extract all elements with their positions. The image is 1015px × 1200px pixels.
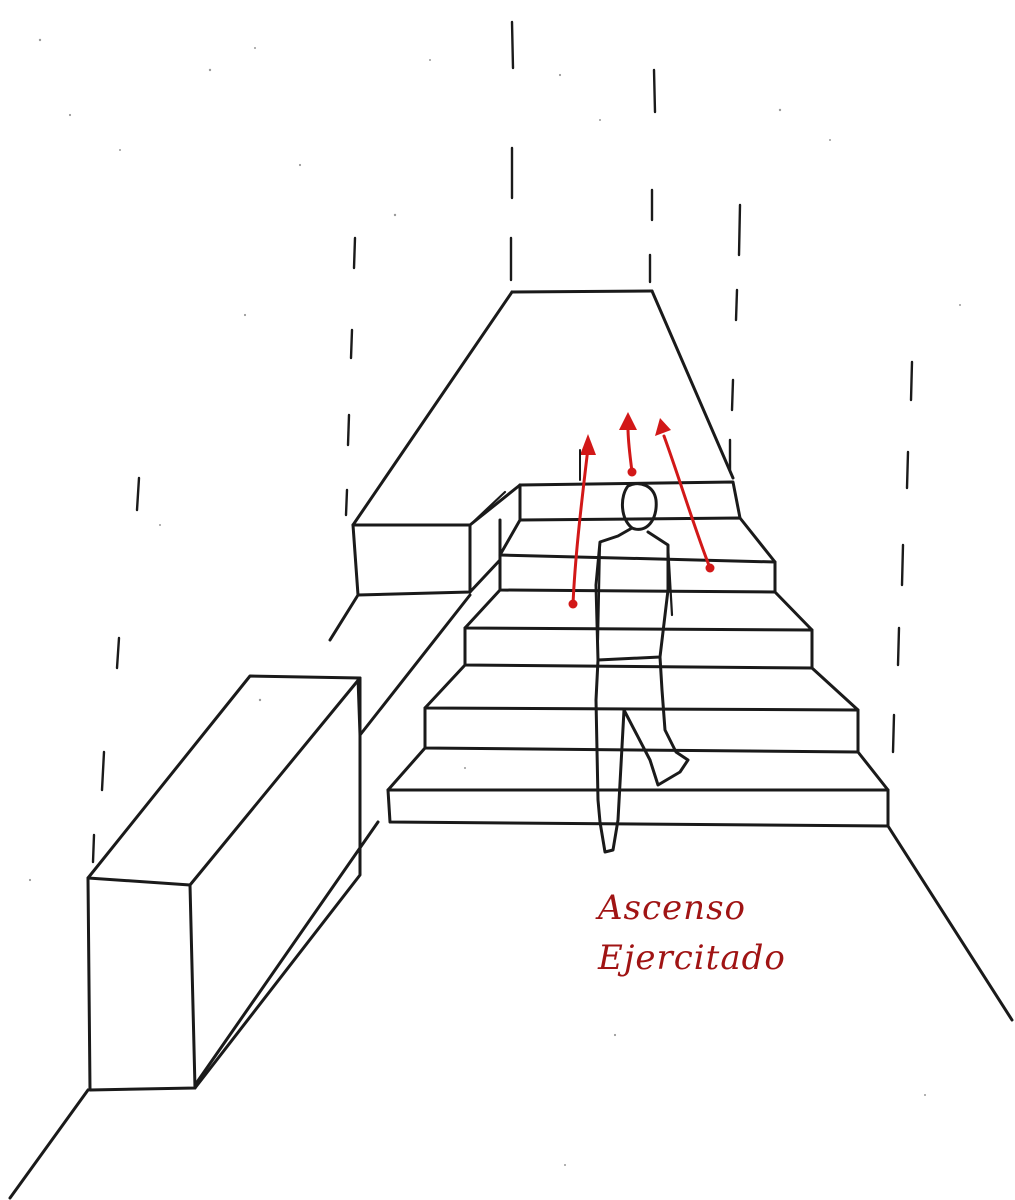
movement-arrows [568,412,715,609]
upper-landing [351,289,735,527]
caption-line-2: Ejercitado [598,938,786,978]
bench [86,674,362,1092]
person-figure [594,482,690,854]
stair-steps [386,480,890,828]
lower-walkway [8,820,1014,1200]
caption-line-1: Ascenso [598,888,746,928]
dashed-guide-lines [91,20,914,864]
paper-texture [28,38,961,1166]
